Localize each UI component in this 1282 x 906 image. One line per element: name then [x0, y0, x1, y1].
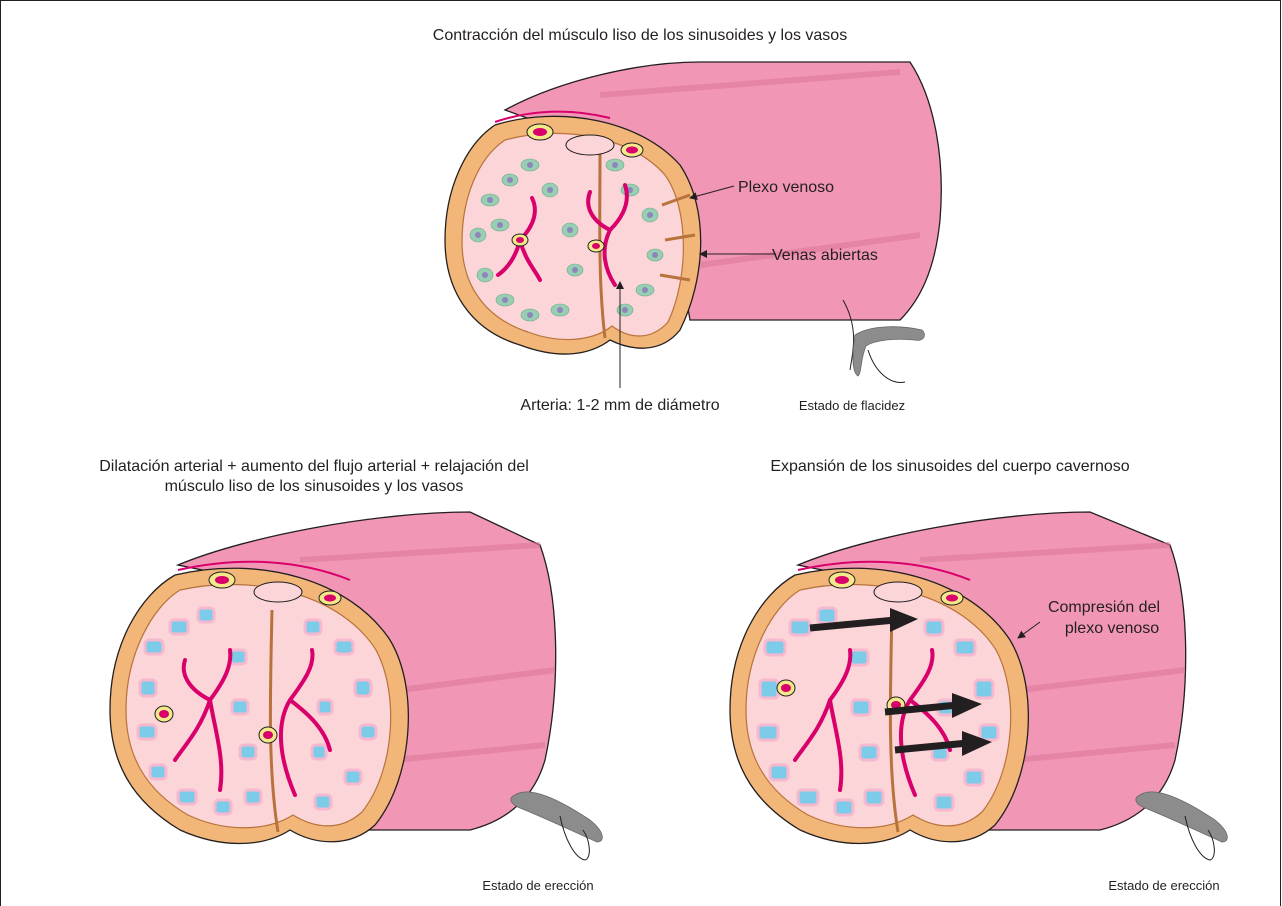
bottom-left-title-line1: Dilatación arterial + aumento del flujo … — [99, 458, 529, 475]
top-panel: Contracción del músculo liso de los sinu… — [433, 27, 941, 414]
venous-plexus-label: Plexo venoso — [738, 179, 834, 196]
top-panel-title: Contracción del músculo liso de los sinu… — [433, 27, 847, 44]
erect-state-caption-right: Estado de erección — [1108, 878, 1219, 893]
compression-label-line2: plexo venoso — [1065, 620, 1159, 637]
artery-label: Arteria: 1-2 mm de diámetro — [520, 397, 719, 414]
bottom-left-title-line2: músculo liso de los sinusoides y los vas… — [165, 478, 464, 495]
bottom-right-panel: Expansión de los sinusoides del cuerpo c… — [730, 458, 1227, 893]
flaccid-cross-section — [445, 112, 701, 354]
compression-label-line1: Compresión del — [1048, 599, 1160, 616]
erect-state-caption-left: Estado de erección — [482, 878, 593, 893]
open-veins-label: Venas abiertas — [772, 247, 878, 264]
bottom-right-title: Expansión de los sinusoides del cuerpo c… — [770, 458, 1129, 475]
erect-state-icon-right — [1136, 792, 1227, 860]
flaccid-state-caption: Estado de flacidez — [799, 398, 905, 413]
bottom-left-panel: Dilatación arterial + aumento del flujo … — [99, 458, 602, 893]
erect-state-icon-left — [511, 792, 602, 860]
